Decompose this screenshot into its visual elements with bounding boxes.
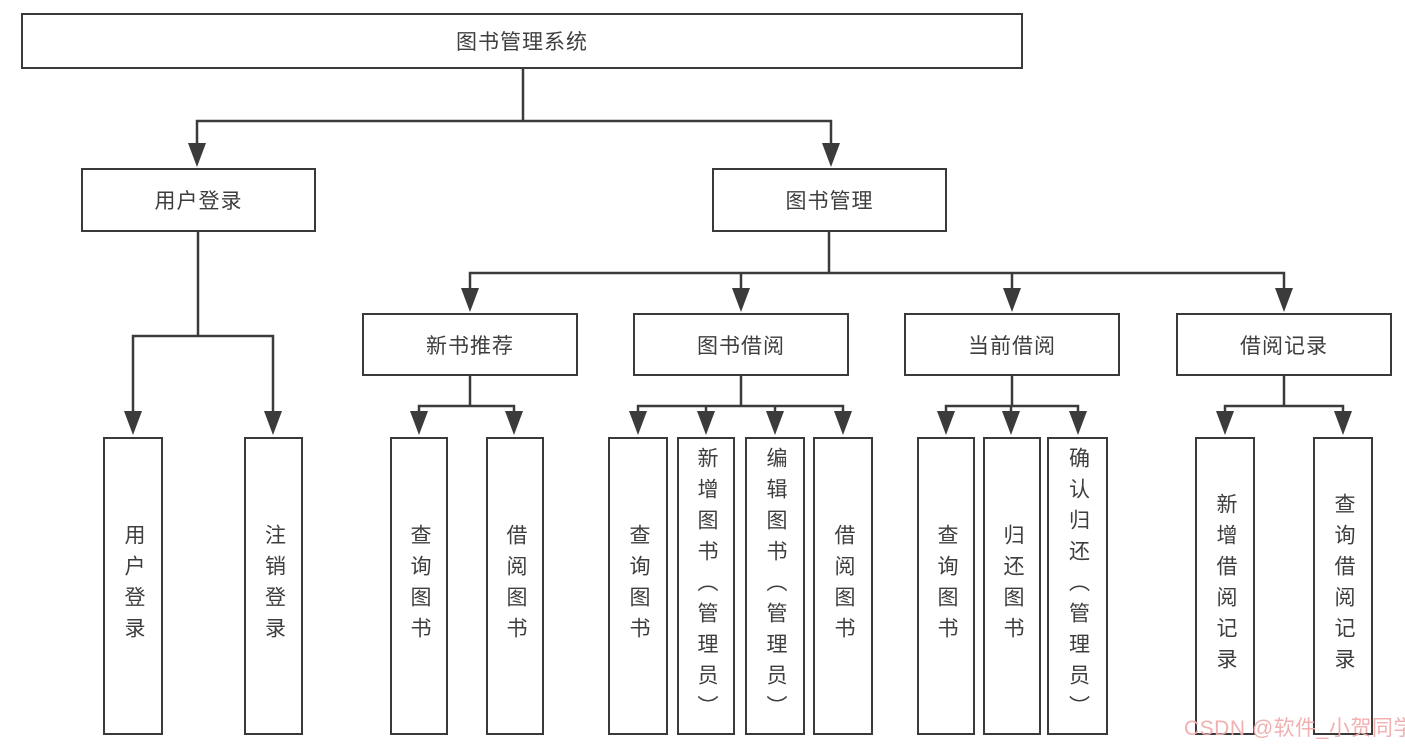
node-user-login-branch: 用户登录 [81,168,316,232]
node-borrow-records: 借阅记录 [1176,313,1392,376]
csdn-watermark: CSDN @软件_小贺同学 [1184,717,1405,740]
arrow-icon [1334,411,1352,435]
node-library-management-system: 图书管理系统 [21,13,1023,69]
arrow-icon [1275,288,1293,312]
arrow-icon [188,143,206,167]
leaf-confirm-return-admin: 确认归还（管理员） [1047,437,1108,735]
leaf-add-borrow-record: 新增借阅记录 [1195,437,1255,735]
arrow-icon [410,411,428,435]
arrow-icon [834,411,852,435]
arrow-icon [766,411,784,435]
arrow-icon [732,288,750,312]
leaf-query-borrow-record: 查询借阅记录 [1313,437,1373,735]
arrow-icon [1216,411,1234,435]
leaf-borrow-book-recommend: 借阅图书 [486,437,544,735]
arrow-icon [1069,411,1087,435]
leaf-logout-login: 注销登录 [244,437,303,735]
leaf-add-book-admin: 新增图书（管理员） [677,437,735,735]
leaf-borrow-book: 借阅图书 [813,437,873,735]
arrowheads [124,143,1352,435]
arrow-icon [1002,411,1020,435]
arrow-icon [124,411,142,435]
leaf-edit-book-admin: 编辑图书（管理员） [745,437,805,735]
arrow-icon [505,411,523,435]
leaf-query-book-borrow: 查询图书 [608,437,668,735]
arrow-icon [937,411,955,435]
node-book-borrow: 图书借阅 [633,313,849,376]
arrow-icon [461,288,479,312]
arrow-icon [1003,288,1021,312]
node-book-management-branch: 图书管理 [712,168,947,232]
arrow-icon [822,143,840,167]
leaf-user-login: 用户登录 [103,437,163,735]
arrow-icon [264,411,282,435]
node-new-book-recommend: 新书推荐 [362,313,578,376]
connector-lines [131,67,1345,420]
node-current-borrow: 当前借阅 [904,313,1120,376]
arrow-icon [629,411,647,435]
leaf-query-book-recommend: 查询图书 [390,437,448,735]
leaf-return-book: 归还图书 [983,437,1041,735]
arrow-icon [697,411,715,435]
leaf-query-book-current: 查询图书 [917,437,975,735]
